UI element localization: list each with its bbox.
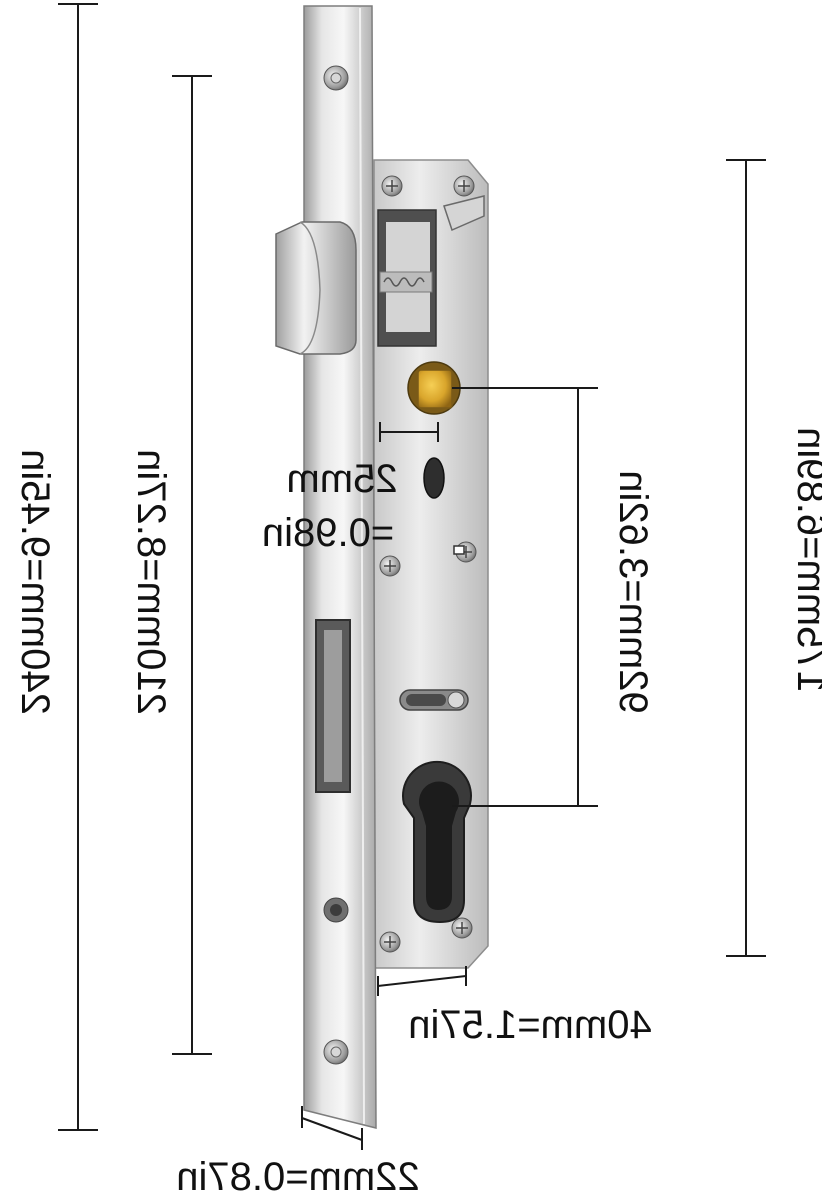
- dim-line-center-distance: [452, 387, 598, 807]
- screw-icon: [323, 1039, 349, 1065]
- faceplate-width-label: 22mm=0.87in: [176, 1155, 419, 1199]
- brass-bolt-icon: [407, 361, 461, 415]
- backset-label-line2: =0.98in: [262, 511, 394, 555]
- slider-slot: [399, 689, 469, 711]
- screw-icon: [379, 555, 401, 577]
- screw-hole: [323, 897, 349, 923]
- dim-line-case-height: [726, 159, 766, 957]
- screw-spacing-label: 210mm=8.27in: [129, 449, 173, 715]
- total-height-label: 240mm=9.45in: [13, 449, 57, 715]
- latch-bolt: [275, 221, 357, 355]
- center-distance-label: 92mm=3.62in: [611, 470, 655, 713]
- dim-line-case-depth: [377, 966, 467, 996]
- latch-mechanism: [377, 195, 485, 347]
- dim-line-backset: [379, 422, 439, 442]
- dim-line-faceplate-width: [301, 1106, 363, 1150]
- case-depth-label: 40mm=1.57in: [408, 1003, 651, 1047]
- faceplate: [303, 5, 377, 1129]
- dim-line-screw-spacing: [172, 75, 212, 1055]
- case-height-label: 175mm=6.89in: [789, 427, 822, 693]
- cylinder-keyhole-icon: [402, 760, 472, 924]
- screw-icon: [379, 931, 401, 953]
- screw-icon: [381, 175, 403, 197]
- deadbolt-slot: [315, 619, 351, 793]
- screw-icon: [323, 65, 349, 91]
- indicator-slot: [453, 545, 465, 555]
- backset-label-line1: 25mm: [286, 457, 397, 501]
- oval-hole: [423, 457, 445, 499]
- screw-icon: [451, 917, 473, 939]
- dim-line-total-height: [58, 3, 98, 1131]
- screw-icon: [453, 175, 475, 197]
